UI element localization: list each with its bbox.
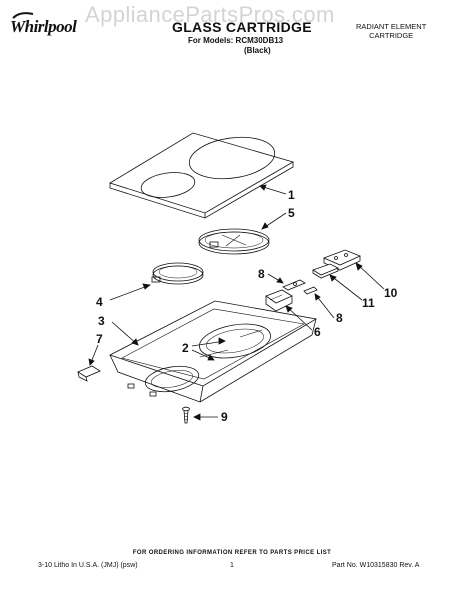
watermark-text: AppliancePartsPros.com — [85, 2, 335, 27]
callout-11: 11 — [362, 296, 375, 310]
part-type-line1: RADIANT ELEMENT — [356, 22, 427, 31]
callout-6: 6 — [314, 325, 321, 339]
page-number: 1 — [230, 562, 234, 569]
part-type: RADIANT ELEMENT CARTRIDGE — [356, 22, 426, 40]
litho-line: 3-10 Litho In U.S.A. (JMJ) (psw) — [38, 562, 138, 569]
limit-switch-part — [282, 279, 306, 291]
model-line: For Models: RCM30DB13 — [188, 36, 284, 45]
callout-4: 4 — [96, 295, 103, 309]
callout-10: 10 — [384, 286, 398, 300]
color-line: (Black) — [244, 46, 271, 55]
callout-2: 2 — [182, 341, 189, 355]
terminal-block-part — [322, 249, 362, 271]
callout-3: 3 — [98, 314, 105, 328]
small-radiant-element-part — [151, 262, 204, 285]
callout-8-lower: 8 — [336, 311, 343, 325]
part-type-line2: CARTRIDGE — [369, 31, 414, 40]
logo-swoosh-icon — [12, 12, 34, 19]
support-pan-part — [108, 300, 318, 403]
callout-5: 5 — [288, 206, 295, 220]
callout-8-upper: 8 — [258, 267, 265, 281]
page-title: GLASS CARTRIDGE — [172, 19, 312, 35]
glass-cooktop-part — [109, 132, 295, 219]
callout-labels: 1 5 8 10 4 11 3 8 6 2 7 9 — [96, 188, 398, 424]
brand-name: Whirlpool — [10, 17, 77, 36]
part-number: Part No. W10315830 Rev. A — [332, 562, 420, 569]
clip-part — [303, 286, 318, 295]
ordering-note: FOR ORDERING INFORMATION REFER TO PARTS … — [132, 550, 332, 556]
callout-7: 7 — [96, 332, 103, 346]
leader-lines — [88, 184, 385, 421]
brand-logo: Whirlpool — [10, 12, 96, 36]
callout-1: 1 — [288, 188, 295, 202]
bracket-part — [312, 263, 339, 279]
switch-housing-part — [265, 289, 293, 312]
large-radiant-element-part — [198, 228, 270, 255]
pan-clip-part — [77, 365, 101, 382]
screw-part — [182, 406, 190, 424]
callout-9: 9 — [221, 410, 228, 424]
